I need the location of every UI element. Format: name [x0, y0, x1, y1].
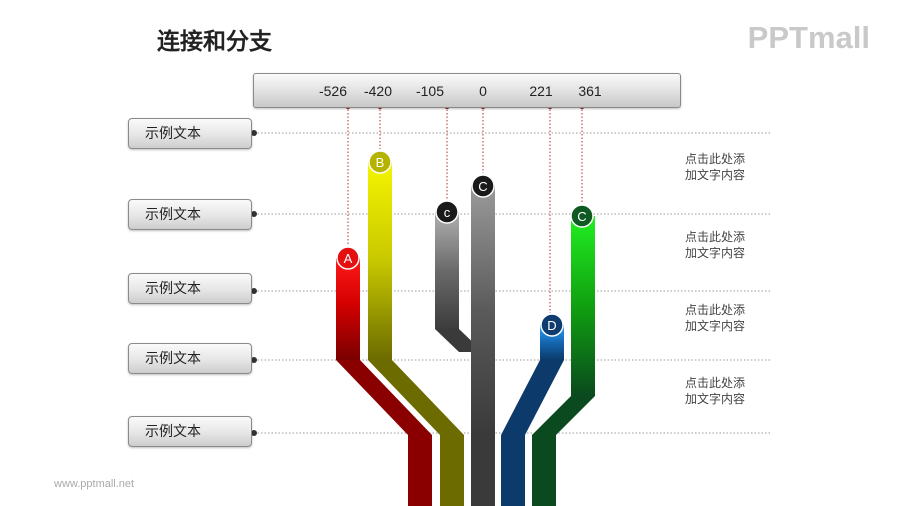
branch-a-head [336, 246, 360, 270]
page-title: 连接和分支 [157, 29, 272, 55]
row-label[interactable]: 示例文本 [128, 273, 252, 304]
branch-c-small-head [435, 200, 459, 224]
branch-c-main-head [471, 174, 495, 198]
branch-heads [336, 150, 594, 337]
scale-value: -105 [415, 83, 445, 99]
row-label[interactable]: 示例文本 [128, 118, 252, 149]
branch-a-letter: A [344, 251, 353, 266]
footer-url: www.pptmall.net [54, 478, 135, 490]
scale-value: -420 [363, 83, 393, 99]
branch-c-main-letter: C [478, 179, 487, 194]
scale-value: 221 [529, 83, 553, 99]
branch-columns [336, 162, 595, 436]
row-label[interactable]: 示例文本 [128, 343, 252, 374]
note-text[interactable]: 点击此处添 加文字内容 [685, 376, 746, 406]
scale-connectors [347, 106, 583, 313]
branch-stems [408, 435, 556, 506]
branch-c-green-letter: C [577, 209, 586, 224]
branch-c-main-column [471, 186, 495, 436]
branch-b-letter: B [376, 155, 385, 170]
branch-diagonals [336, 329, 595, 435]
branch-b-head [368, 150, 392, 174]
brand-logo: PPTmall [747, 20, 870, 55]
branch-d-letter: D [547, 318, 556, 333]
note-text[interactable]: 点击此处添 加文字内容 [685, 230, 746, 260]
branch-c-small-column [435, 212, 459, 329]
row-label[interactable]: 示例文本 [128, 199, 252, 230]
scale-value: 361 [578, 83, 602, 99]
branch-a-column [336, 258, 360, 360]
scale-value: -526 [318, 83, 348, 99]
branch-c-small-letter: c [444, 205, 451, 220]
branch-d-head [540, 313, 564, 337]
branch-c-green-column [571, 216, 595, 396]
scale-bar [253, 73, 681, 108]
scale-value: 0 [479, 83, 487, 99]
row-label[interactable]: 示例文本 [128, 416, 252, 447]
note-text[interactable]: 点击此处添 加文字内容 [685, 303, 746, 333]
note-text[interactable]: 点击此处添 加文字内容 [685, 152, 746, 182]
branch-c-green-head [570, 204, 594, 228]
label-dots [251, 130, 257, 436]
branch-b-column [368, 162, 392, 360]
